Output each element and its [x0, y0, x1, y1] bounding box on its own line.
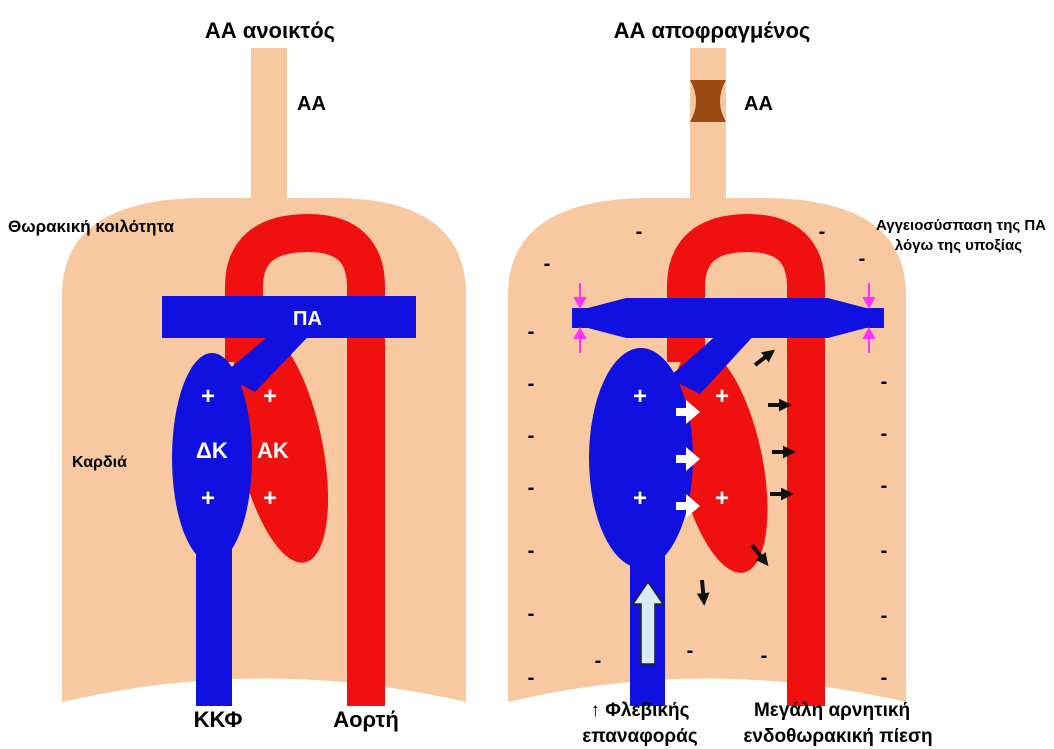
left-plus-rv-bottom: +: [201, 485, 215, 512]
left-ivc: [196, 530, 232, 706]
minus-sign: -: [544, 253, 551, 275]
left-plus-rv-top: +: [201, 383, 215, 410]
right-aa-label: ΑΑ: [744, 93, 773, 115]
minus-sign: -: [528, 321, 535, 343]
minus-sign: -: [687, 640, 694, 662]
ivc-label: ΚΚΦ: [194, 707, 243, 732]
vasoconstriction-label-line1: Αγγειοσύσπαση της ΠΑ: [876, 217, 1046, 234]
left-aa-label: ΑΑ: [297, 93, 326, 115]
right-airway: [690, 48, 726, 213]
rv-label: ΔΚ: [196, 438, 228, 463]
minus-sign: -: [528, 667, 535, 689]
heart-label: Καρδιά: [72, 454, 127, 471]
left-plus-lv-top: +: [263, 383, 277, 410]
minus-sign: -: [819, 221, 826, 243]
right-plus-lv-top: +: [715, 383, 729, 410]
right-pulmonary-artery: [572, 298, 884, 338]
minus-sign: -: [859, 248, 866, 270]
thorax-label: Θωρακική κοιλότητα: [8, 217, 175, 236]
aorta-label: Αορτή: [333, 707, 399, 732]
left-airway: [251, 48, 287, 213]
venous-return-label-line2: επαναφοράς: [582, 726, 698, 747]
minus-sign: -: [636, 221, 643, 243]
minus-sign: -: [881, 475, 888, 497]
negative-pressure-label-line2: ενδοθωρακική πίεση: [743, 726, 932, 747]
minus-sign: -: [528, 373, 535, 395]
negative-pressure-label-line1: Μεγάλη αρνητική: [754, 700, 910, 721]
minus-sign: -: [595, 650, 602, 672]
minus-sign: -: [528, 603, 535, 625]
left-panel: + + + + ΑΑ ανοικτός ΑΑ Θωρακική κοιλότητ…: [8, 18, 466, 732]
left-plus-lv-bottom: +: [263, 485, 277, 512]
left-pa-label: ΠΑ: [293, 308, 322, 330]
minus-sign: -: [528, 540, 535, 562]
venous-return-label-line1: ↑ Φλεβικής: [591, 700, 690, 721]
right-plus-rv-bottom: +: [633, 485, 647, 512]
vasoconstriction-label-line2: λόγω της υποξίας: [895, 237, 1022, 254]
lv-label: ΑΚ: [257, 438, 289, 463]
right-panel: + + + + - - - - - - - - - - - - - - - - …: [508, 18, 1046, 747]
minus-sign: -: [881, 667, 888, 689]
right-plus-lv-bottom: +: [715, 485, 729, 512]
minus-sign: -: [881, 371, 888, 393]
minus-sign: -: [881, 605, 888, 627]
minus-sign: -: [881, 423, 888, 445]
minus-sign: -: [528, 425, 535, 447]
minus-sign: -: [528, 477, 535, 499]
right-title: ΑΑ αποφραγμένος: [614, 18, 811, 43]
left-title: ΑΑ ανοικτός: [205, 18, 335, 43]
minus-sign: -: [881, 540, 888, 562]
minus-sign: -: [761, 645, 768, 667]
right-plus-rv-top: +: [633, 383, 647, 410]
left-pulmonary-artery: [162, 296, 416, 338]
